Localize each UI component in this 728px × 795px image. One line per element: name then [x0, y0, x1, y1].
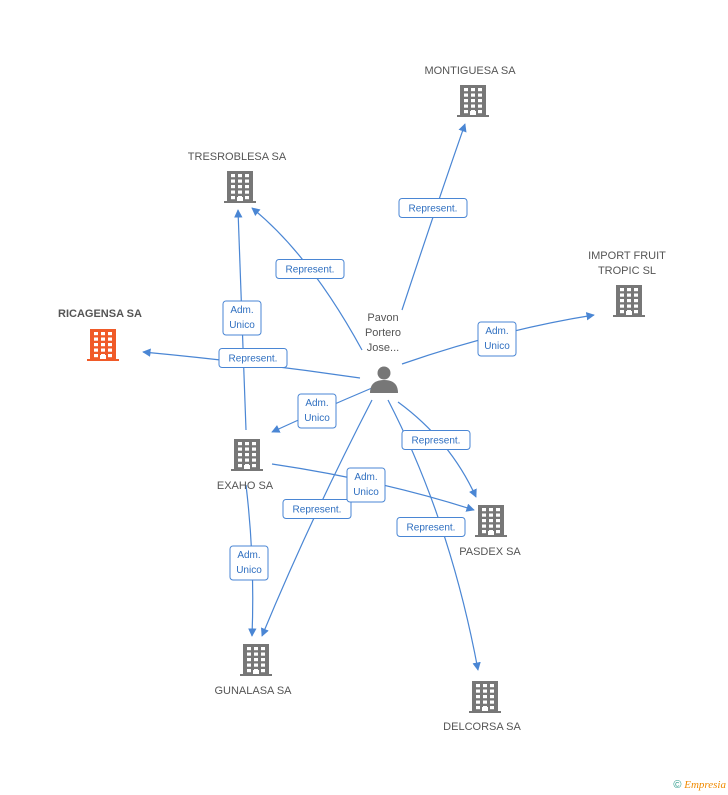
node-label: Jose... — [367, 342, 399, 354]
building-icon — [87, 329, 119, 361]
node-label: PASDEX SA — [459, 546, 521, 558]
node-gunalasa[interactable]: GUNALASA SA — [214, 644, 292, 697]
building-icon — [457, 85, 489, 117]
node-label: GUNALASA SA — [214, 685, 292, 697]
node-delcorsa[interactable]: DELCORSA SA — [443, 681, 521, 733]
edge-label-box — [297, 393, 337, 429]
edge-label-text: Adm. — [354, 472, 377, 483]
node-label: Portero — [365, 327, 401, 339]
edge-label-text: Represent. — [286, 265, 335, 276]
copyright-symbol: © — [673, 779, 682, 791]
node-ricagensa[interactable]: RICAGENSA SA — [58, 308, 142, 361]
edge-label-exaho-to-pasdex[interactable]: Adm. Unico — [346, 467, 386, 503]
edge-label-box — [275, 259, 345, 279]
node-label: DELCORSA SA — [443, 721, 521, 733]
node-label: Pavon — [367, 312, 398, 324]
edge-label-pavon-to-tresroblesa[interactable]: Represent. — [275, 259, 345, 279]
building-icon — [231, 439, 263, 471]
edge-label-exaho-to-gunalasa[interactable]: Adm. Unico — [229, 545, 269, 581]
edge-label-text: Represent. — [412, 436, 461, 447]
edge-label-text: Unico — [484, 341, 510, 352]
edge-label-text: Unico — [229, 320, 255, 331]
edge-label-box — [401, 430, 471, 450]
edge-label-text: Represent. — [293, 505, 342, 516]
node-tresroblesa[interactable]: TRESROBLESA SA — [188, 151, 287, 203]
edge-label-text: Unico — [304, 413, 330, 424]
node-montiguesa[interactable]: MONTIGUESA SA — [424, 65, 516, 117]
edge-label-text: Unico — [236, 565, 262, 576]
edge-label-box — [222, 300, 262, 336]
node-exaho[interactable]: EXAHO SA — [217, 439, 274, 492]
edge-label-pavon-to-ricagensa[interactable]: Represent. — [218, 348, 288, 368]
node-import[interactable]: IMPORT FRUIT TROPIC SL — [588, 250, 666, 317]
node-label: IMPORT FRUIT — [588, 250, 666, 262]
edge-label-text: Represent. — [407, 523, 456, 534]
edge-label-pavon-to-delcorsa[interactable]: Represent. — [396, 517, 466, 537]
edge-label-box — [218, 348, 288, 368]
edge-label-text: Represent. — [409, 204, 458, 215]
credit: © Empresia — [673, 779, 726, 791]
node-label: RICAGENSA SA — [58, 308, 142, 320]
edge-label-text: Represent. — [229, 354, 278, 365]
edge-label-pavon-to-exaho[interactable]: Adm. Unico — [297, 393, 337, 429]
building-icon — [613, 285, 645, 317]
edge-label-text: Adm. — [485, 326, 508, 337]
edge-label-pavon-to-montiguesa[interactable]: Represent. — [398, 198, 468, 218]
person-icon — [370, 366, 398, 393]
node-pasdex[interactable]: PASDEX SA — [459, 505, 521, 558]
edge-label-box — [396, 517, 466, 537]
node-pavon[interactable]: PavonPorteroJose... — [365, 312, 401, 393]
edge-label-box — [346, 467, 386, 503]
edge-label-box — [477, 321, 517, 357]
edge-label-box — [282, 499, 352, 519]
edge-label-text: Adm. — [305, 398, 328, 409]
building-icon — [475, 505, 507, 537]
node-label: TROPIC SL — [598, 265, 656, 277]
edge-label-box — [398, 198, 468, 218]
node-label: TRESROBLESA SA — [188, 151, 287, 163]
edge-label-pavon-to-import[interactable]: Adm. Unico — [477, 321, 517, 357]
edge-label-text: Adm. — [230, 305, 253, 316]
edge-label-pavon-to-pasdex[interactable]: Represent. — [401, 430, 471, 450]
building-icon — [224, 171, 256, 203]
building-icon — [240, 644, 272, 676]
edge-label-pavon-to-gunalasa[interactable]: Represent. — [282, 499, 352, 519]
building-icon — [469, 681, 501, 713]
edge-label-text: Adm. — [237, 550, 260, 561]
brand-name[interactable]: Empresia — [684, 779, 726, 791]
node-label: MONTIGUESA SA — [424, 65, 516, 77]
edge-label-box — [229, 545, 269, 581]
edge-label-exaho-to-tresroblesa[interactable]: Adm. Unico — [222, 300, 262, 336]
edge-label-text: Unico — [353, 487, 379, 498]
node-label: EXAHO SA — [217, 480, 274, 492]
